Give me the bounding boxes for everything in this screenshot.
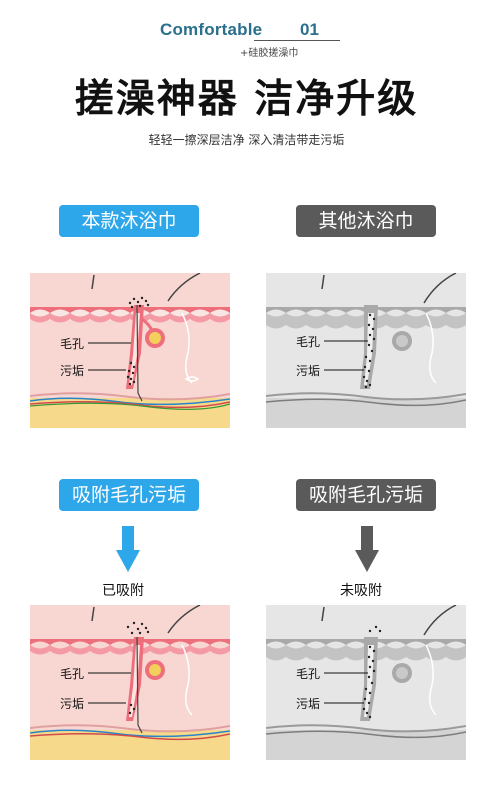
- dirt-label: 污垢: [60, 697, 85, 711]
- arrow-down-grey-icon: [355, 526, 379, 572]
- brand-text: Comfortable: [160, 20, 263, 39]
- skin-diagram-this-before: 毛孔 污垢: [30, 273, 230, 428]
- this-towel-label: 本款沐浴巾: [59, 205, 199, 237]
- absorb-label-this: 吸附毛孔污垢: [59, 479, 199, 511]
- dirt-label: 污垢: [60, 364, 85, 378]
- absorbed-caption: 已吸附: [102, 583, 144, 599]
- brand-underline: [254, 40, 340, 41]
- arrow-down-blue-icon: [116, 526, 140, 572]
- page-title: 搓澡神器 洁净升级: [74, 77, 419, 122]
- not-absorbed-caption: 未吸附: [340, 583, 382, 599]
- pore-label: 毛孔: [60, 667, 85, 681]
- section-number: 01: [300, 20, 319, 39]
- subtitle: +硅胶搓澡巾: [240, 48, 299, 59]
- pore-label: 毛孔: [60, 337, 85, 351]
- tagline: 轻轻一擦深层洁净 深入清洁带走污垢: [148, 133, 345, 147]
- other-towel-label: 其他沐浴巾: [296, 205, 436, 237]
- absorb-label-other: 吸附毛孔污垢: [296, 479, 436, 511]
- pore-label: 毛孔: [296, 667, 321, 681]
- pore-label: 毛孔: [296, 335, 321, 349]
- dirt-label: 污垢: [296, 364, 321, 378]
- dirt-label: 污垢: [296, 697, 321, 711]
- skin-diagram-other-before: 毛孔 污垢: [266, 273, 466, 428]
- skin-diagram-other-after: 毛孔 污垢: [266, 605, 466, 760]
- skin-diagram-this-after: 毛孔 污垢: [30, 605, 230, 760]
